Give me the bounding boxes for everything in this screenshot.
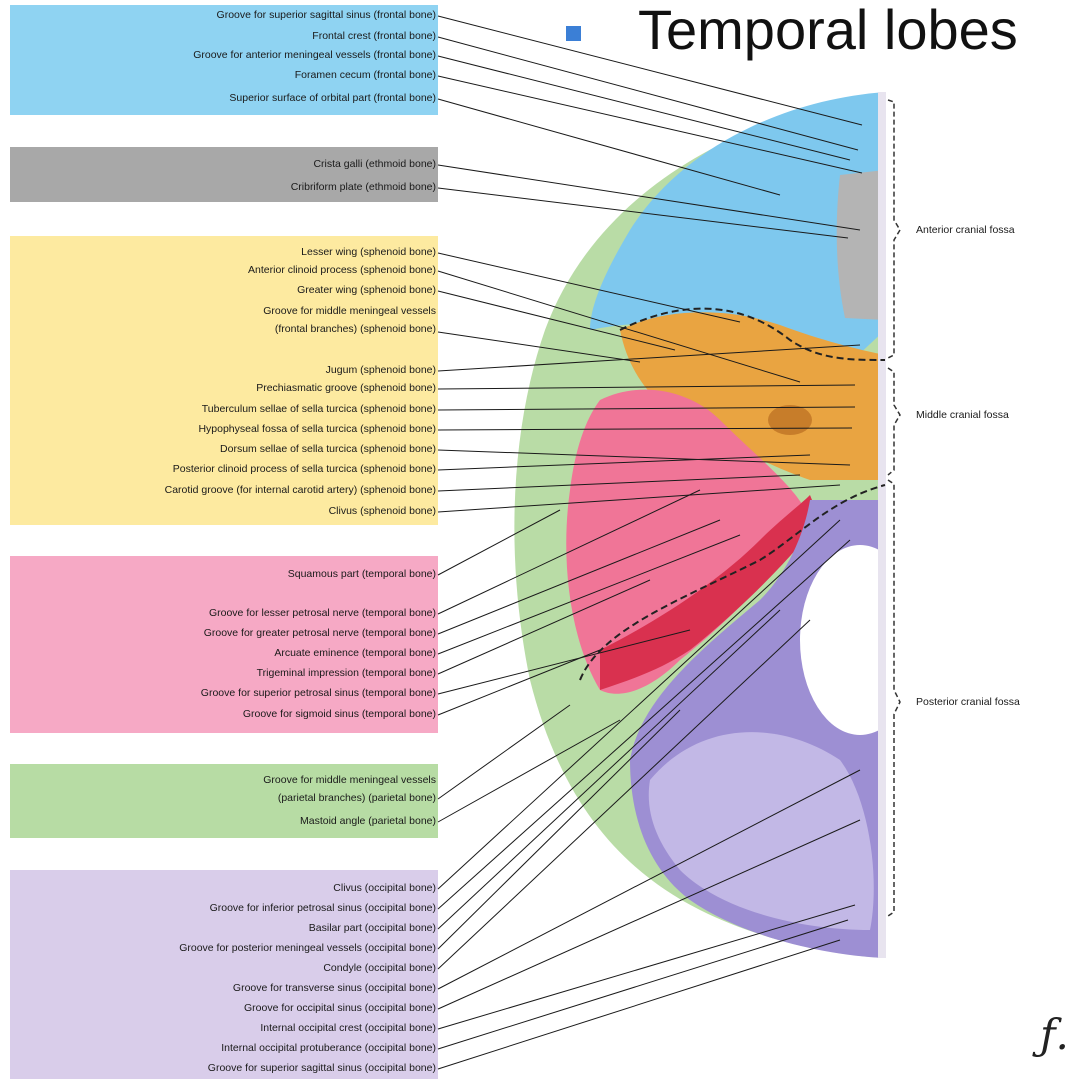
label-sphenoid-3: Groove for middle meningeal vessels [263,305,436,317]
label-frontal-0: Groove for superior sagittal sinus (fron… [216,9,436,21]
slide-title: Temporal lobes [638,0,1018,61]
label-ethmoid-0: Crista galli (ethmoid bone) [313,158,436,170]
label-ethmoid-1: Cribriform plate (ethmoid bone) [290,181,436,193]
sphenoid-panel [10,236,438,525]
foramen-magnum [800,545,920,735]
label-frontal-1: Frontal crest (frontal bone) [312,30,436,42]
label-sphenoid-1: Anterior clinoid process (sphenoid bone) [248,264,436,276]
label-temporal-4: Trigeminal impression (temporal bone) [256,667,436,679]
posterior-fossa-bracket [887,479,901,917]
label-parietal-2: Mastoid angle (parietal bone) [300,815,436,827]
label-frontal-2: Groove for anterior meningeal vessels (f… [193,49,436,61]
midline-cut [878,92,886,958]
label-sphenoid-0: Lesser wing (sphenoid bone) [301,246,436,258]
bullet-square-icon [566,26,581,41]
label-occipital-2: Basilar part (occipital bone) [308,922,436,934]
leader-lines [437,15,863,1070]
label-sphenoid-2: Greater wing (sphenoid bone) [297,284,436,296]
sella-turcica [768,405,812,435]
label-occipital-0: Clivus (occipital bone) [333,882,436,894]
label-temporal-6: Groove for sigmoid sinus (temporal bone) [242,708,436,720]
occipital-panel [10,870,438,1079]
middle-fossa-boundary [579,484,886,681]
anterior-fossa-bracket [887,99,901,359]
label-occipital-8: Internal occipital protuberance (occipit… [221,1042,436,1054]
temporal-bone [566,389,810,694]
fossa-label-anterior: Anterior cranial fossa [916,224,1015,236]
label-parietal-0: Groove for middle meningeal vessels [263,774,436,786]
label-parietal-1: (parietal branches) (parietal bone) [277,792,436,804]
label-occipital-6: Groove for occipital sinus (occipital bo… [243,1002,436,1014]
label-frontal-3: Foramen cecum (frontal bone) [294,69,436,81]
occipital-fossa-shade [648,732,874,930]
label-occipital-5: Groove for transverse sinus (occipital b… [232,982,436,994]
fossa-label-posterior: Posterior cranial fossa [916,696,1020,708]
temporal-panel [10,556,438,733]
label-sphenoid-6: Prechiasmatic groove (sphenoid bone) [256,382,436,394]
label-temporal-3: Arcuate eminence (temporal bone) [274,647,436,659]
label-temporal-1: Groove for lesser petrosal nerve (tempor… [208,607,436,619]
label-sphenoid-7: Tuberculum sellae of sella turcica (sphe… [201,403,436,415]
label-occipital-9: Groove for superior sagittal sinus (occi… [207,1062,436,1074]
label-sphenoid-4: (frontal branches) (sphenoid bone) [274,323,436,335]
label-occipital-3: Groove for posterior meningeal vessels (… [179,942,436,954]
label-occipital-1: Groove for inferior petrosal sinus (occi… [209,902,436,914]
middle-fossa-bracket [887,367,901,476]
label-temporal-5: Groove for superior petrosal sinus (temp… [200,687,436,699]
label-sphenoid-8: Hypophyseal fossa of sella turcica (sphe… [198,423,436,435]
label-frontal-4: Superior surface of orbital part (fronta… [229,92,436,104]
label-temporal-0: Squamous part (temporal bone) [287,568,436,580]
ethmoid-panel [10,147,438,202]
parietal-panel [10,764,438,838]
ethmoid-bone [836,170,885,320]
label-sphenoid-11: Carotid groove (for internal carotid art… [164,484,436,496]
anterior-fossa-boundary [619,307,886,361]
signature-mark: ƒ. [1040,1010,1069,1059]
petrous-ridge [600,495,820,690]
fossa-label-middle: Middle cranial fossa [916,409,1009,421]
label-temporal-2: Groove for greater petrosal nerve (tempo… [203,627,436,639]
label-sphenoid-10: Posterior clinoid process of sella turci… [172,463,436,475]
label-occipital-7: Internal occipital crest (occipital bone… [260,1022,436,1034]
label-sphenoid-9: Dorsum sellae of sella turcica (sphenoid… [220,443,436,455]
label-occipital-4: Condyle (occipital bone) [323,962,436,974]
label-sphenoid-12: Clivus (sphenoid bone) [328,505,436,517]
label-sphenoid-5: Jugum (sphenoid bone) [325,364,436,376]
frontal-panel [10,5,438,115]
